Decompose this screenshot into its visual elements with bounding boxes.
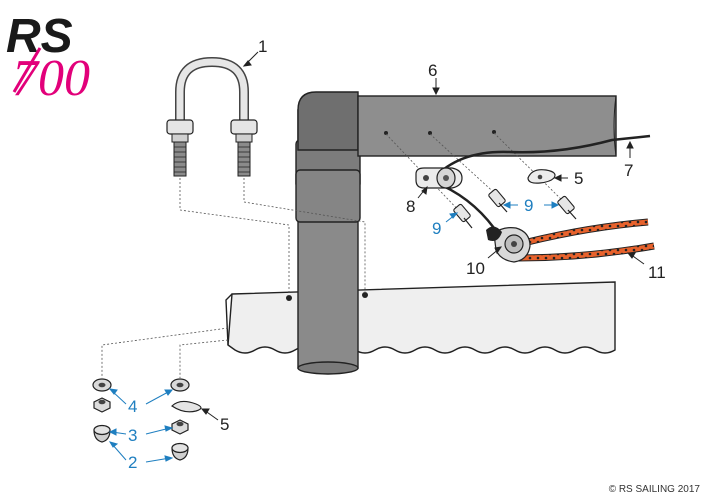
label-2: 2 (128, 453, 137, 472)
tube-hole-1 (384, 131, 388, 135)
rivet-middle (488, 188, 508, 213)
rivet-right (557, 195, 577, 220)
horizontal-tube (357, 95, 617, 157)
callouts-black (200, 51, 645, 421)
rivet-left (453, 203, 473, 229)
block-on-tube (415, 167, 463, 189)
nut-right (171, 419, 189, 435)
label-4: 4 (128, 397, 137, 416)
control-line-upper (433, 134, 651, 179)
guide-line-right (243, 178, 366, 293)
guide-line-lower-right (179, 339, 229, 378)
lower-fittings-right (170, 378, 202, 461)
rope-knot (486, 226, 502, 241)
label-3: 3 (128, 426, 137, 445)
label-1: 1 (258, 37, 267, 56)
label-9-right: 9 (524, 196, 533, 215)
label-6: 6 (428, 61, 437, 80)
logo-rs-text: RS (6, 10, 73, 63)
label-7: 7 (624, 161, 633, 180)
tube-hole-2 (428, 131, 432, 135)
callouts-blue (108, 201, 560, 463)
label-5-lower: 5 (220, 415, 229, 434)
nut-left (93, 397, 111, 413)
rope-lower (517, 243, 655, 261)
guide-line-lower-left (101, 327, 229, 378)
label-9-left: 9 (432, 219, 441, 238)
copyright-notice: © RS SAILING 2017 (608, 484, 700, 495)
label-11: 11 (648, 263, 666, 282)
tube-cut-end (613, 95, 617, 157)
logo-model-text: 700 (12, 50, 90, 107)
label-5-upper: 5 (574, 169, 583, 188)
pad-eye-lower (171, 400, 202, 413)
callout-2-left-line (111, 443, 127, 461)
lower-fittings-left (92, 378, 112, 443)
deck-hole-left (286, 295, 292, 301)
tube-hole-3 (492, 130, 496, 134)
rs700-logo: RS 700 (6, 10, 90, 107)
tube-sleeve-lower (295, 169, 361, 223)
guide-line-hole-3 (493, 132, 568, 206)
rope-block (486, 226, 531, 263)
tube-elbow (297, 91, 359, 151)
deck-hole-right (362, 292, 368, 298)
vertical-tube (295, 109, 361, 375)
label-8: 8 (406, 197, 415, 216)
label-10: 10 (466, 259, 485, 278)
deck-edge (225, 293, 233, 346)
deck-surface (227, 281, 616, 354)
callout-4-right-line (145, 390, 171, 405)
logo-slash (12, 47, 42, 93)
u-bolt (166, 56, 258, 177)
guide-line-left (179, 178, 290, 296)
